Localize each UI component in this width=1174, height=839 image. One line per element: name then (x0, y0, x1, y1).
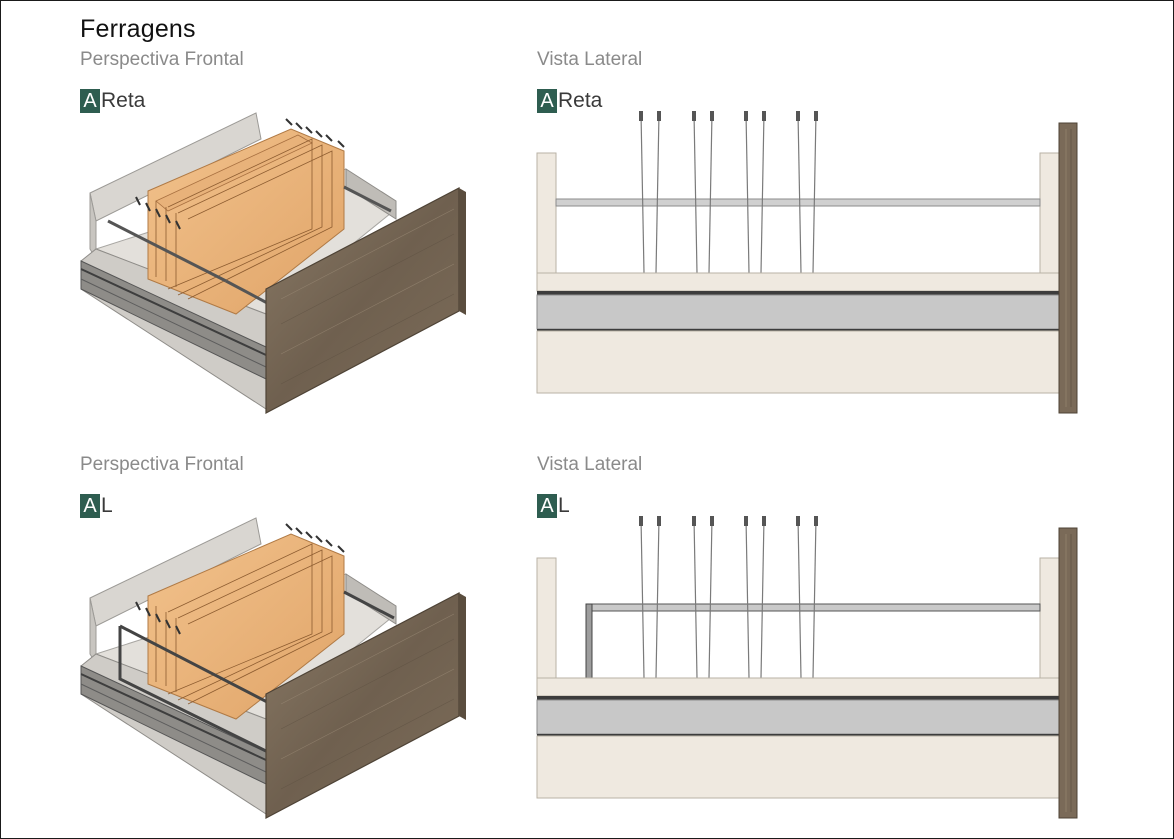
variant-label-l-lateral: A L (537, 494, 570, 518)
drawer-perspective-l-illustration (80, 517, 466, 819)
drawer-side-view-l-illustration (536, 516, 1078, 819)
variant-name: L (101, 494, 113, 517)
variant-name: L (558, 494, 570, 517)
section-heading-frontal-l: Perspectiva Frontal (80, 454, 244, 475)
section-heading-lateral-reta: Vista Lateral (537, 49, 643, 70)
page-title: Ferragens (80, 15, 196, 43)
variant-label-reta-frontal: A Reta (80, 89, 145, 113)
section-heading-lateral-l: Vista Lateral (537, 454, 643, 475)
drawer-perspective-reta-illustration (80, 112, 466, 414)
variant-label-reta-lateral: A Reta (537, 89, 602, 113)
hanging-folder-lines (640, 517, 817, 679)
section-heading-frontal-reta: Perspectiva Frontal (80, 49, 244, 70)
hanging-folders (147, 533, 345, 720)
drawer-side-view-reta-illustration (536, 111, 1078, 414)
variant-badge: A (80, 494, 100, 518)
variant-label-l-frontal: A L (80, 494, 113, 518)
variant-name: Reta (101, 89, 146, 112)
variant-badge: A (537, 89, 557, 113)
hanging-folder-lines (640, 112, 817, 274)
variant-badge: A (80, 89, 100, 113)
variant-name: Reta (558, 89, 603, 112)
variant-badge: A (537, 494, 557, 518)
